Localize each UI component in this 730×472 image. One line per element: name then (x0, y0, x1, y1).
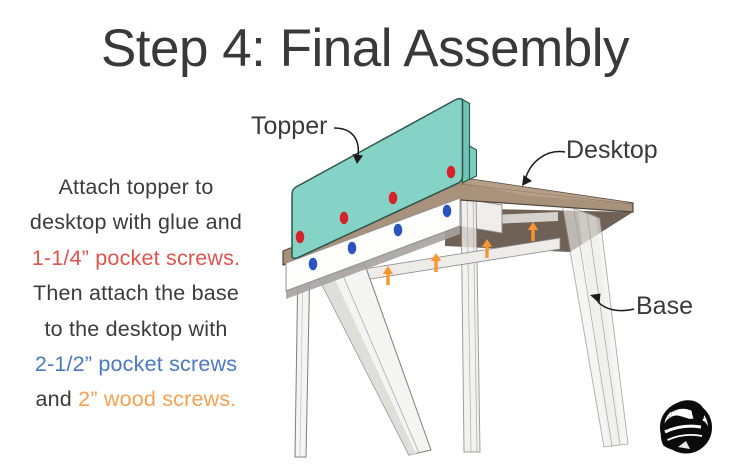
back-right-leg (561, 203, 629, 448)
instruction-line: 1-1/4” pocket screws. (4, 241, 268, 276)
pocket-screw-1-text: 1-1/4” pocket screws. (31, 245, 241, 270)
topper-side-tab (468, 145, 478, 181)
front-legs (294, 258, 432, 458)
instruction-line: Attach topper to (58, 175, 214, 199)
pocket-screw-blue-dot (347, 241, 357, 255)
logo-figure-body (660, 415, 710, 452)
pocket-screw-blue-dot (308, 257, 318, 271)
topper-edge (461, 98, 471, 184)
pocket-screw-red-dot (295, 230, 305, 244)
wood-screw-arrow-icon (527, 222, 539, 241)
pocket-screw-2-text: 2-1/2” pocket screws (34, 352, 238, 377)
base-label: Base (636, 292, 693, 320)
topper-label: Topper (251, 112, 328, 140)
base-pointer-arrow (597, 301, 635, 312)
wood-screw-arrow-icon (430, 253, 442, 272)
wood-screw-arrows (382, 222, 539, 285)
annotation-arrows (333, 127, 635, 312)
topper-front (291, 97, 464, 260)
pocket-screw-red-dot (388, 191, 398, 205)
desktop-top-face (460, 178, 633, 203)
wood-screw-arrow-icon (481, 239, 493, 258)
pocket-screw-blue-dot (393, 223, 403, 237)
instruction-line: and 2” wood screws. (35, 387, 237, 412)
apron-front (285, 197, 461, 292)
logo-figure-head (691, 402, 705, 422)
instruction-line: desktop with glue and (29, 210, 243, 235)
instruction-text: Attach topper to desktop with glue and 1… (4, 170, 268, 418)
pocket-screw-blue-dot (442, 204, 452, 218)
apron-board (285, 197, 461, 299)
instruction-line: Then attach the base (32, 281, 239, 306)
wood-screw-text: 2” wood screws. (78, 387, 237, 412)
desktop-pointer-arrow (525, 150, 566, 178)
page-title: Step 4: Final Assembly (100, 19, 630, 78)
pocket-screw-red-dot (339, 211, 349, 225)
instruction-line: 2-1/2” pocket screws (4, 347, 268, 382)
instruction-line: to the desktop with (44, 316, 228, 341)
desktop-label: Desktop (566, 136, 658, 164)
wood-screw-arrow-icon (382, 266, 394, 285)
topper-panel (291, 97, 478, 260)
maker-logo-badge (660, 400, 712, 454)
apron-underside (286, 226, 460, 299)
pocket-screw-red-dot (446, 165, 456, 179)
topper-pointer-arrow (333, 127, 360, 157)
